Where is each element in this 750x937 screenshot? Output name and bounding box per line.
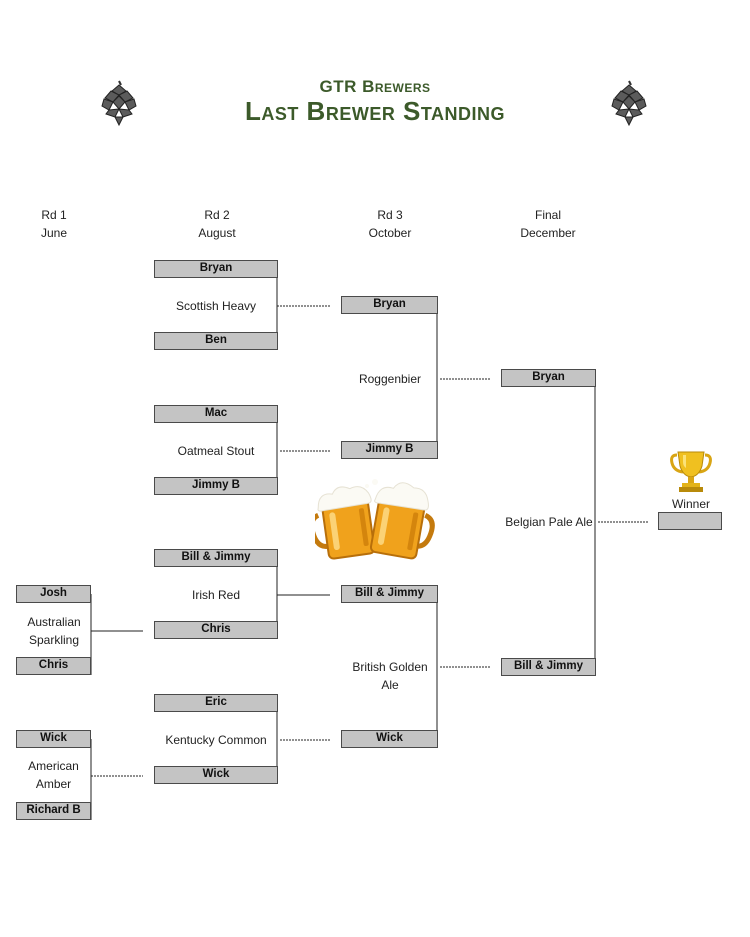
final-top-entrant: Bryan bbox=[501, 369, 596, 387]
round-header-2: Rd 2 August bbox=[167, 206, 267, 242]
rd2-m3-style: Irish Red bbox=[191, 588, 241, 602]
rd2-m2-bottom-entrant: Jimmy B bbox=[154, 477, 278, 495]
rd2-m2-style: Oatmeal Stout bbox=[177, 444, 255, 458]
round-name: Rd 2 bbox=[204, 208, 230, 222]
rd1-m1-bottom-entrant: Chris bbox=[16, 657, 91, 675]
rd2-m4-style: Kentucky Common bbox=[165, 733, 267, 747]
hop-icon bbox=[611, 80, 647, 127]
hop-icon bbox=[101, 80, 137, 127]
round-month: October bbox=[368, 226, 412, 240]
rd3-m2-style: British Golden Ale bbox=[352, 660, 428, 692]
round-name: Rd 3 bbox=[377, 208, 403, 222]
final-style: Belgian Pale Ale bbox=[505, 515, 593, 529]
rd1-m1-top-entrant: Josh bbox=[16, 585, 91, 603]
rd2-m4-bottom-entrant: Wick bbox=[154, 766, 278, 784]
rd2-m4-top-entrant: Eric bbox=[154, 694, 278, 712]
round-header-3: Rd 3 October bbox=[340, 206, 440, 242]
rd2-m3-bottom-entrant: Chris bbox=[154, 621, 278, 639]
rd3-m1-style: Roggenbier bbox=[358, 372, 422, 386]
rd3-m1-bottom-entrant: Jimmy B bbox=[341, 441, 438, 459]
round-month: June bbox=[40, 226, 68, 240]
page-title: Last Brewer Standing bbox=[244, 96, 506, 126]
rd2-m3-top-entrant: Bill & Jimmy bbox=[154, 549, 278, 567]
organization-name: GTR Brewers bbox=[319, 77, 431, 96]
rd1-m2-style: American Amber bbox=[28, 759, 79, 791]
rd2-m1-top-entrant: Bryan bbox=[154, 260, 278, 278]
round-name: Rd 1 bbox=[41, 208, 67, 222]
rd2-m1-style: Scottish Heavy bbox=[175, 299, 257, 313]
rd3-m2-top-entrant: Bill & Jimmy bbox=[341, 585, 438, 603]
rd3-m2-bottom-entrant: Wick bbox=[341, 730, 438, 748]
winner-entrant bbox=[658, 512, 722, 530]
round-month: December bbox=[520, 226, 576, 240]
rd2-m2-top-entrant: Mac bbox=[154, 405, 278, 423]
round-month: August bbox=[198, 226, 236, 240]
beer-mugs-icon bbox=[315, 479, 435, 560]
rd1-m2-bottom-entrant: Richard B bbox=[16, 802, 91, 820]
rd1-m2-top-entrant: Wick bbox=[16, 730, 91, 748]
round-name: Final bbox=[534, 208, 561, 222]
rd3-m1-top-entrant: Bryan bbox=[341, 296, 438, 314]
final-bottom-entrant: Bill & Jimmy bbox=[501, 658, 596, 676]
round-header-final: Final December bbox=[498, 206, 598, 242]
rd2-m1-bottom-entrant: Ben bbox=[154, 332, 278, 350]
winner-label: Winner bbox=[671, 497, 710, 511]
rd1-m1-style: Australian Sparkling bbox=[27, 615, 81, 647]
trophy-icon bbox=[670, 451, 712, 492]
round-header-1: Rd 1 June bbox=[4, 206, 104, 242]
